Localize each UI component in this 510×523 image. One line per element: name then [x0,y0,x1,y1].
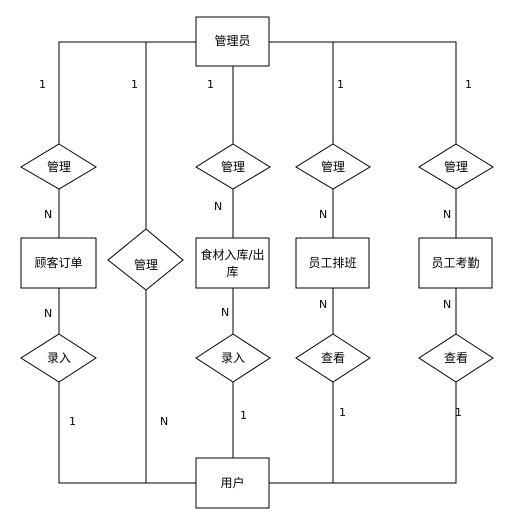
card-ingredient-manage: N [214,200,222,213]
card-ingredient-enter: N [221,306,229,319]
card-user-schedule: 1 [339,406,346,419]
rel-manage-schedule-label: 管理 [321,159,345,174]
rel-manage-user-label: 管理 [134,257,158,272]
card-user-ingredient: 1 [240,409,247,422]
edge-enter-user-left [58,382,196,484]
rel-manage-schedule-shape [295,143,371,190]
entity-customer-order-box [20,237,97,289]
entity-staff-attendance-label: 员工考勤 [431,256,479,270]
rel-manage-order-label: 管理 [47,159,71,174]
rel-view-attendance-shape [418,333,494,383]
entity-user-label: 用户 [220,475,244,490]
edge-admin-order [58,41,196,144]
cardinalities: 1 1 1 1 1 N N N N N N N N N 1 1 1 1 [39,78,472,428]
rel-manage-attendance-shape [418,143,494,190]
entity-ingredient-in-out[interactable]: 食材入库/出 库 [195,237,270,289]
entity-staff-schedule[interactable]: 员工排班 [295,237,370,289]
card-order-manage: N [44,208,52,221]
rel-manage-schedule[interactable]: 管理 [295,143,371,190]
rel-enter-ingredient-shape [195,333,271,383]
entity-staff-schedule-box [295,237,370,289]
entity-admin[interactable]: 管理员 [195,16,270,67]
card-order-enter: N [44,307,52,320]
rel-view-schedule-shape [295,333,371,383]
rel-enter-order-label: 录入 [47,351,71,365]
card-admin-attendance: 1 [465,78,472,91]
edge-view-user-2 [269,382,457,484]
entity-ingredient-in-out-label-line1: 食材入库/出 [200,247,264,262]
card-admin-order: 1 [39,78,46,91]
edge-admin-schedule [269,41,334,144]
entity-staff-attendance[interactable]: 员工考勤 [418,237,493,289]
entity-customer-order-label: 顾客订单 [34,255,82,270]
rel-manage-ingredient-label: 管理 [221,159,245,174]
rel-manage-attendance[interactable]: 管理 [418,143,494,190]
rel-view-attendance[interactable]: 查看 [418,333,494,383]
card-user-manage: N [160,415,168,428]
card-user-order: 1 [69,415,76,428]
rel-enter-order-shape [20,333,97,383]
rel-enter-order[interactable]: 录入 [20,333,97,383]
rel-manage-user[interactable]: 管理 [107,228,184,291]
rel-view-attendance-label: 查看 [444,351,468,365]
entity-user[interactable]: 用户 [195,457,270,509]
entity-admin-box [195,16,270,67]
entity-customer-order[interactable]: 顾客订单 [20,237,97,289]
rel-manage-ingredient[interactable]: 管理 [195,143,271,190]
card-schedule-view: N [319,298,327,311]
entity-user-box [195,457,270,509]
edge-admin-user-manage [145,41,196,229]
rel-view-schedule-label: 查看 [321,351,345,365]
card-admin-user: 1 [131,78,138,91]
edge-admin-attendance [269,41,457,144]
rel-view-schedule[interactable]: 查看 [295,333,371,383]
entity-staff-attendance-box [418,237,493,289]
rel-manage-attendance-label: 管理 [444,159,468,174]
rel-enter-ingredient-label: 录入 [221,351,245,365]
entity-staff-schedule-label: 员工排班 [308,256,356,270]
entity-admin-label: 管理员 [214,33,250,48]
rel-manage-user-shape [107,228,184,291]
card-attendance-view: N [443,298,451,311]
card-schedule-manage: N [319,208,327,221]
entity-ingredient-in-out-box [195,237,270,289]
entity-ingredient-in-out-label-line2: 库 [226,264,238,279]
card-admin-schedule: 1 [337,78,344,91]
edge-view-user-1 [269,382,334,484]
rel-manage-ingredient-shape [195,143,271,190]
card-attendance-manage: N [443,208,451,221]
card-user-attendance: 1 [455,406,462,419]
connectors [58,41,457,484]
rel-manage-order-shape [20,143,97,190]
rel-enter-ingredient[interactable]: 录入 [195,333,271,383]
card-admin-ingredient: 1 [207,78,214,91]
rel-manage-order[interactable]: 管理 [20,143,97,190]
